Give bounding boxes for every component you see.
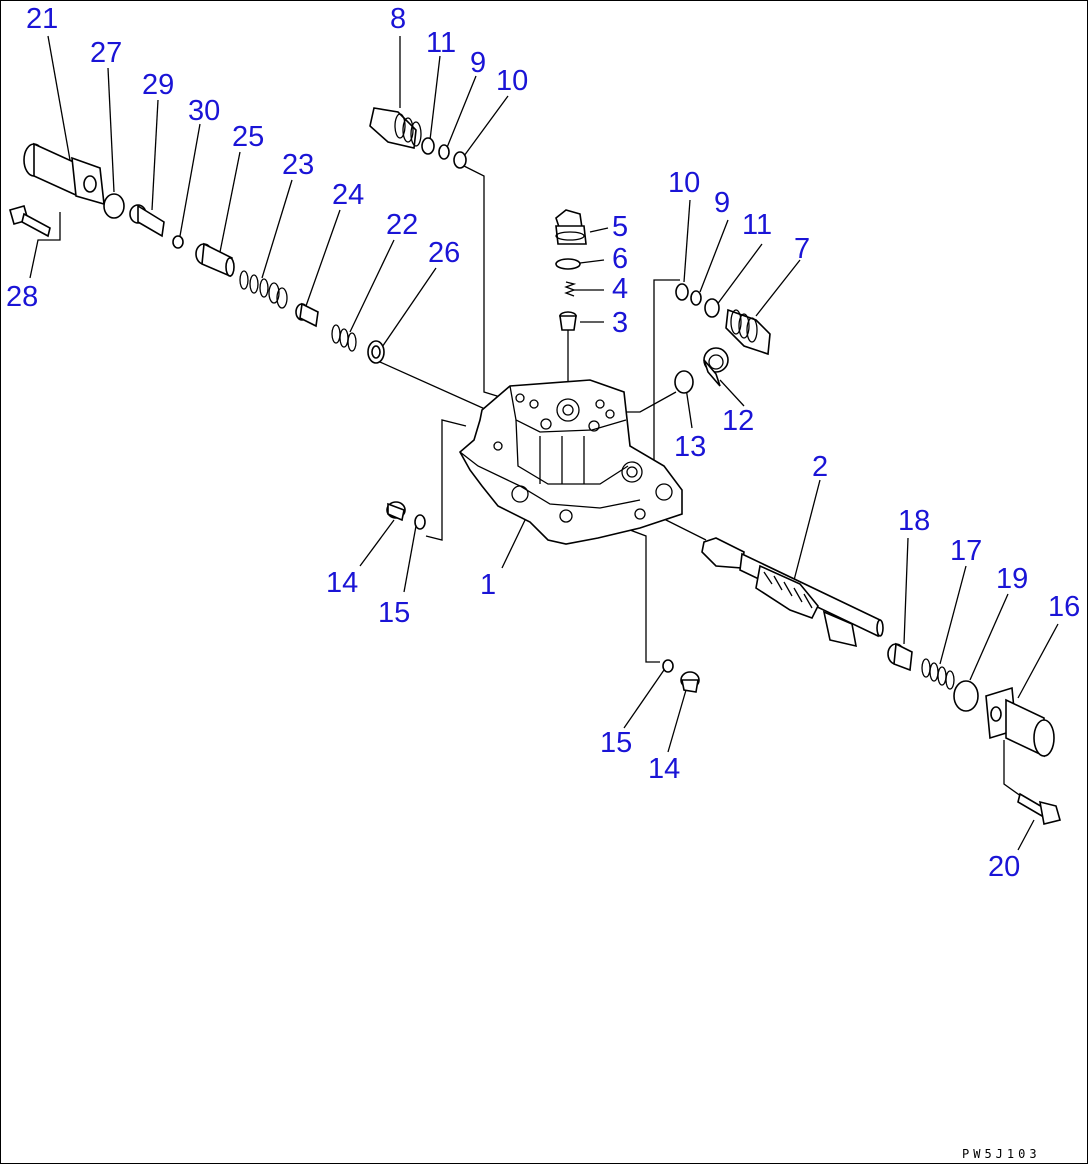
valve-body-1: [458, 379, 683, 545]
valve-8: [369, 107, 422, 149]
spring-22: [331, 324, 357, 352]
callout-27: 27: [90, 37, 122, 69]
callout-17: 17: [950, 535, 982, 567]
callout-23: 23: [282, 149, 314, 181]
collar-26: [367, 340, 385, 364]
callout-2: 2: [812, 451, 828, 483]
callout-16: 16: [1048, 591, 1080, 623]
callout-18: 18: [898, 505, 930, 537]
callout-11-right: 11: [742, 209, 772, 241]
callout-22: 22: [386, 209, 418, 241]
o-ring-15-left: [414, 514, 426, 530]
callout-29: 29: [142, 69, 174, 101]
callout-26: 26: [428, 237, 460, 269]
spring-23: [239, 270, 288, 309]
callout-3: 3: [612, 307, 628, 339]
backup-ring-9-top: [438, 144, 450, 160]
piston-25: [195, 242, 235, 278]
callout-7: 7: [794, 233, 810, 265]
o-ring-6: [555, 258, 581, 270]
o-ring-10-right: [675, 283, 689, 301]
callout-11-top: 11: [426, 27, 456, 59]
ring-30: [172, 235, 184, 249]
plug-14-left: [386, 501, 406, 522]
callout-21: 21: [26, 3, 58, 35]
callout-24: 24: [332, 179, 364, 211]
o-ring-19: [953, 680, 979, 712]
callout-10-right: 10: [668, 167, 700, 199]
poppet-3: [559, 311, 577, 331]
plug-14-bottom: [680, 671, 700, 693]
callout-9-right: 9: [714, 187, 730, 219]
callout-4: 4: [612, 273, 628, 305]
callout-labels: 21 27 29 30 25 23 24 22 26 28 8 11 9 10 …: [6, 3, 1080, 883]
callout-1: 1: [480, 569, 496, 601]
piston-18: [887, 642, 913, 672]
callout-6: 6: [612, 243, 628, 275]
plug-12: [703, 347, 729, 387]
callout-5: 5: [612, 211, 628, 243]
callout-28: 28: [6, 281, 38, 313]
callout-20: 20: [988, 851, 1020, 883]
valve-7: [725, 308, 771, 356]
spring-17: [921, 658, 955, 690]
bolt-28: [9, 205, 51, 238]
leader-lines: [29, 35, 1059, 851]
stopper-29: [129, 204, 165, 238]
o-ring-27: [103, 193, 125, 219]
callout-10-top: 10: [496, 65, 528, 97]
callout-12: 12: [722, 405, 754, 437]
spring-4: [564, 281, 577, 297]
spool-2: [701, 537, 884, 648]
solenoid-21: [23, 142, 105, 206]
callout-8: 8: [390, 3, 406, 35]
o-ring-11-top: [421, 137, 435, 155]
callout-13: 13: [674, 431, 706, 463]
backup-ring-9-right: [690, 290, 702, 306]
plug-5: [555, 209, 587, 245]
o-ring-15-bottom: [662, 659, 674, 673]
o-ring-10-top: [453, 151, 467, 169]
solenoid-16: [985, 686, 1055, 758]
o-ring-13: [674, 370, 694, 394]
callout-19: 19: [996, 563, 1028, 595]
drawing-code: PW5J103: [962, 1147, 1041, 1161]
callout-15-left: 15: [378, 597, 410, 629]
bolt-20: [1017, 792, 1061, 825]
callout-30: 30: [188, 95, 220, 127]
callout-15-bottom: 15: [600, 727, 632, 759]
retainer-24: [295, 302, 319, 328]
callout-9-top: 9: [470, 47, 486, 79]
o-ring-11-right: [704, 298, 720, 318]
callout-25: 25: [232, 121, 264, 153]
callout-14-left: 14: [326, 567, 358, 599]
callout-14-bottom: 14: [648, 753, 680, 785]
